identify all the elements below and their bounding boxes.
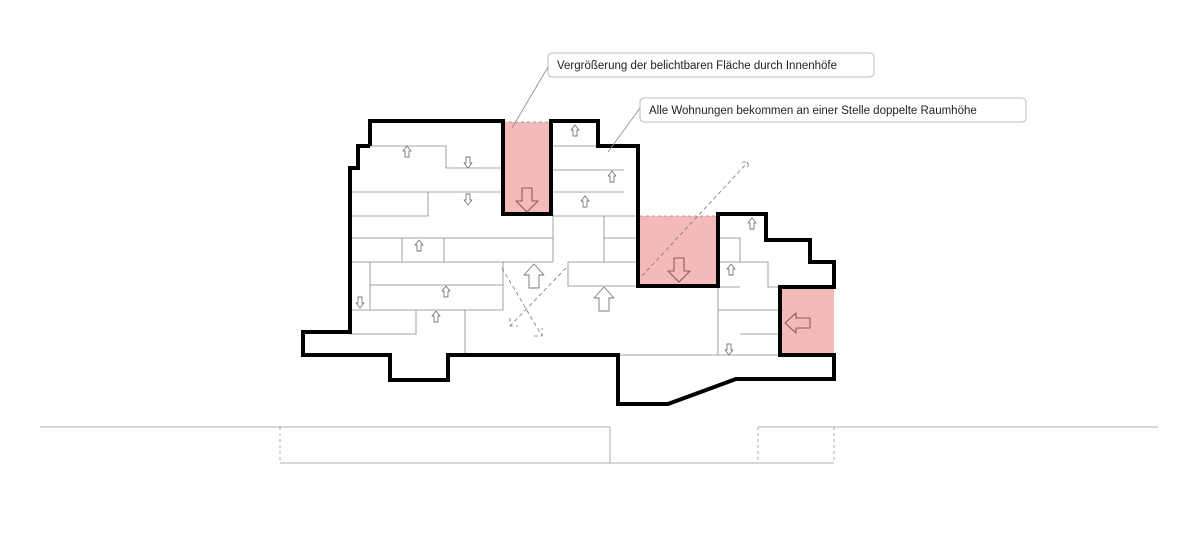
callout-2-text: Alle Wohnungen bekommen an einer Stelle … [649, 105, 977, 117]
courtyard-1 [503, 122, 551, 214]
arrow-up-icon [402, 145, 412, 158]
orientation-arrows [355, 124, 757, 356]
callout-2-box [639, 97, 1027, 123]
arrow-down-icon [463, 156, 473, 169]
arrow-down-icon [515, 187, 539, 213]
arrow-down-icon [667, 257, 691, 283]
arrow-up-icon [747, 217, 757, 230]
arrow-down-icon [355, 296, 365, 309]
sightlines [501, 161, 749, 337]
callout-1: Vergrößerung der belichtbaren Fläche dur… [547, 52, 875, 78]
arrow-down-icon [463, 193, 473, 206]
arrow-down-icon [724, 343, 734, 356]
arrow-up-large-icon [593, 286, 615, 312]
courtyard-arrows [515, 187, 811, 334]
callout-leaders [511, 66, 641, 153]
arrow-up-icon [570, 124, 580, 137]
courtyard-2 [640, 216, 718, 286]
callout-2: Alle Wohnungen bekommen an einer Stelle … [639, 97, 1027, 123]
ground-section [40, 426, 1158, 464]
arrow-up-icon [726, 263, 736, 276]
arrow-up-icon [431, 310, 441, 323]
arrow-up-icon [414, 239, 424, 252]
arrow-up-large-icon [523, 263, 545, 289]
arrow-left-icon [784, 312, 811, 334]
building-outline [301, 119, 836, 406]
callout-1-box [547, 52, 875, 78]
courtyard-3 [780, 287, 834, 355]
callout-1-text: Vergrößerung der belichtbaren Fläche dur… [557, 60, 837, 72]
arrow-up-icon [580, 195, 590, 208]
courtyards [503, 122, 834, 355]
arrow-up-icon [441, 285, 451, 298]
arrow-up-icon [607, 170, 617, 183]
